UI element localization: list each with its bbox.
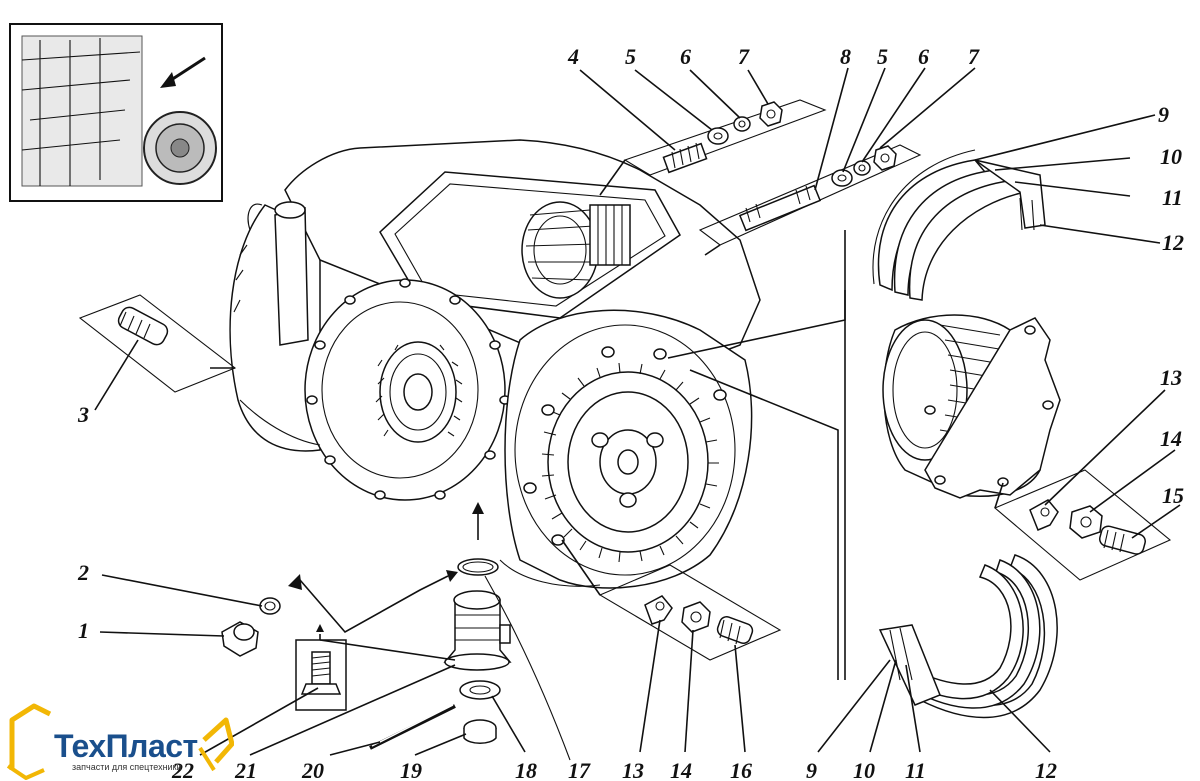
inset-overview-image — [9, 23, 223, 202]
nut-7b — [873, 145, 897, 171]
label-15: 15 — [1162, 483, 1184, 508]
label-14: 14 — [1160, 426, 1182, 451]
label-20: 20 — [301, 758, 324, 781]
stud-4 — [662, 142, 708, 174]
left-gear — [375, 341, 463, 443]
o-ring-17 — [457, 558, 499, 576]
label-1: 1 — [78, 618, 89, 643]
filler-housing — [443, 590, 512, 671]
label-11b: 11 — [905, 758, 926, 781]
reference-lines — [210, 159, 1004, 761]
label-21: 21 — [234, 758, 257, 781]
nut-14b — [681, 601, 711, 633]
brake-drum — [882, 314, 1061, 499]
washer-18 — [459, 680, 501, 700]
stud-3-kit — [78, 294, 237, 393]
excavator-logo-icon — [6, 703, 234, 780]
bolt-kit-lower — [598, 564, 782, 661]
washer-5b — [831, 169, 853, 187]
label-7b: 7 — [968, 44, 980, 69]
lock-washer-6b — [853, 160, 871, 176]
label-17: 17 — [568, 758, 591, 781]
top-gear — [521, 201, 631, 299]
label-9: 9 — [1158, 102, 1169, 127]
watermark-logo: ТехПласт запчасти для спецтехники — [4, 700, 234, 780]
pin-20 — [369, 704, 456, 750]
label-2: 2 — [77, 560, 89, 585]
label-5: 5 — [625, 44, 636, 69]
watermark-brand: ТехПласт — [54, 728, 198, 764]
brake-bands-bottom — [878, 554, 1058, 719]
bolt-22-kit — [295, 639, 347, 711]
stud-kit-upper-left — [623, 99, 827, 176]
label-6: 6 — [680, 44, 691, 69]
right-flange-bolt-holes — [523, 346, 727, 546]
label-13: 13 — [1160, 365, 1182, 390]
label-19: 19 — [400, 758, 422, 781]
left-flange-bolt-holes — [306, 278, 511, 500]
label-8: 8 — [840, 44, 851, 69]
label-3: 3 — [77, 402, 89, 427]
brake-bands-top — [872, 149, 1046, 301]
drain-plug-1 — [221, 621, 259, 657]
washer-5 — [707, 127, 729, 145]
label-10: 10 — [1160, 144, 1182, 169]
lock-plate-13b — [644, 595, 673, 625]
bolt-15 — [1098, 525, 1146, 555]
label-10b: 10 — [853, 758, 875, 781]
bolt-16 — [716, 616, 754, 645]
label-5b: 5 — [877, 44, 888, 69]
label-9b: 9 — [806, 758, 817, 781]
label-6b: 6 — [918, 44, 929, 69]
watermark-tagline: запчасти для спецтехники — [72, 762, 182, 772]
assembly-arrows — [288, 502, 484, 661]
label-18: 18 — [515, 758, 537, 781]
stud-kit-upper-right — [698, 144, 922, 246]
nut-7 — [759, 101, 783, 127]
label-7: 7 — [738, 44, 750, 69]
label-22: 22 — [171, 758, 194, 781]
label-13b: 13 — [622, 758, 644, 781]
part-number-labels: 4 5 6 7 8 5 6 7 9 10 11 12 3 13 14 15 2 … — [77, 44, 1184, 781]
cap-19 — [463, 719, 497, 744]
stud-8 — [738, 184, 822, 232]
label-12b: 12 — [1035, 758, 1057, 781]
label-4: 4 — [567, 44, 579, 69]
bolt-kit-right — [993, 469, 1172, 581]
nut-14 — [1069, 505, 1103, 539]
label-11: 11 — [1162, 185, 1183, 210]
transmission-housing — [229, 139, 761, 589]
leader-lines — [94, 67, 1181, 756]
lock-washer-6 — [733, 116, 751, 132]
lock-plate-13 — [1029, 499, 1059, 531]
label-12: 12 — [1162, 230, 1184, 255]
final-drive-ring-gear — [541, 362, 719, 563]
seal-ring-2 — [259, 597, 281, 615]
label-16: 16 — [730, 758, 752, 781]
label-14b: 14 — [670, 758, 692, 781]
